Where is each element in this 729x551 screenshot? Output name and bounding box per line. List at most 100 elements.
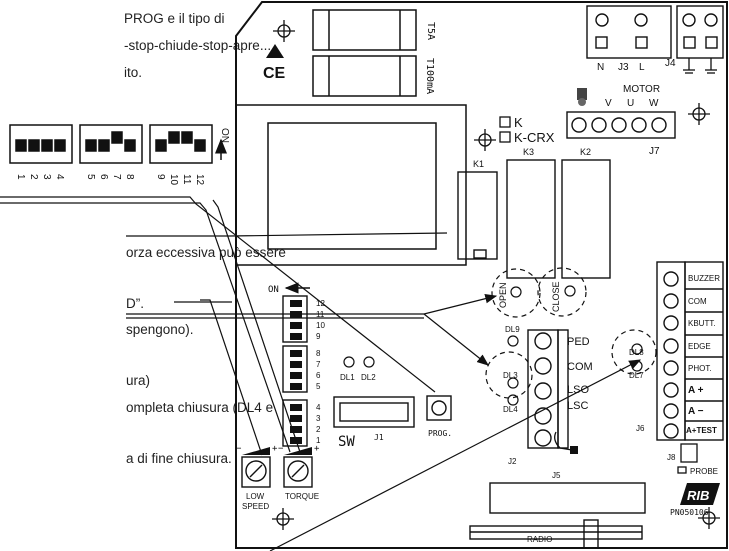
dip-num: 5 bbox=[85, 174, 96, 180]
led-icon bbox=[507, 394, 519, 406]
dip-num: 12 bbox=[194, 174, 205, 186]
led-icon bbox=[363, 356, 375, 368]
rib-logo: RIB bbox=[680, 483, 720, 505]
trimmer-torque bbox=[283, 456, 313, 488]
text-line-5: D”. bbox=[126, 296, 144, 311]
j7-label: J7 bbox=[649, 146, 660, 157]
l-label: L bbox=[639, 62, 645, 73]
relay-k3 bbox=[506, 159, 556, 279]
dip-num: 8 bbox=[124, 174, 135, 180]
trimmer-low-speed bbox=[241, 456, 271, 488]
led-icon bbox=[631, 343, 643, 355]
dip-num: 6 bbox=[98, 174, 109, 180]
k2-label: K2 bbox=[580, 147, 591, 157]
j2-label: J2 bbox=[508, 457, 517, 466]
svg-text:9: 9 bbox=[316, 332, 321, 341]
svg-text:COM: COM bbox=[688, 297, 707, 306]
svg-text:A+TEST: A+TEST bbox=[686, 426, 717, 435]
svg-text:5: 5 bbox=[316, 382, 321, 391]
fuse-t5a bbox=[312, 9, 417, 51]
prog-label: PROG. bbox=[428, 429, 452, 438]
dl9-label: DL9 bbox=[505, 325, 520, 334]
dip-numbers-row: 1 2 3 4 5 6 7 8 9 10 11 12 bbox=[15, 174, 205, 186]
dip-switch-group-1 bbox=[9, 124, 73, 164]
dip-num: 11 bbox=[181, 174, 192, 185]
ped-label: PED bbox=[567, 336, 590, 348]
svg-text:7: 7 bbox=[316, 360, 321, 369]
board-dip-numbers: 12 11 10 9 8 7 6 5 4 3 2 1 bbox=[316, 299, 325, 445]
dip-num: 3 bbox=[41, 174, 52, 180]
svg-text:3: 3 bbox=[316, 414, 321, 423]
probe-label: PROBE bbox=[690, 467, 718, 476]
close-label: CLOSE bbox=[551, 281, 561, 312]
dip-num: 2 bbox=[28, 174, 39, 180]
led-icon bbox=[510, 286, 522, 298]
w-label: W bbox=[649, 98, 659, 109]
mounting-hole-icons bbox=[272, 20, 720, 530]
plus-sign: + bbox=[314, 444, 320, 454]
open-label: OPEN bbox=[498, 282, 508, 308]
v-label: V bbox=[605, 98, 612, 109]
radio-label: RADIO bbox=[527, 535, 552, 544]
dip-num: 10 bbox=[168, 174, 179, 186]
dip-switch-group-3 bbox=[149, 124, 213, 164]
k-crx-label: K-CRX bbox=[514, 130, 555, 145]
led-icon bbox=[507, 335, 519, 347]
dl7-dl8-highlight bbox=[611, 329, 657, 375]
ramp-icon bbox=[284, 447, 312, 455]
text-line-4: orza eccessiva può essere bbox=[126, 245, 286, 260]
text-line-6: spengono). bbox=[126, 322, 194, 337]
prog-button bbox=[426, 395, 452, 421]
svg-text:12: 12 bbox=[316, 299, 325, 308]
svg-text:EDGE: EDGE bbox=[688, 342, 711, 351]
text-line-1: PROG e il tipo di bbox=[124, 11, 225, 26]
relay-k2 bbox=[561, 159, 611, 279]
relay-k1 bbox=[457, 171, 498, 260]
minus-sign: − bbox=[236, 444, 242, 454]
led-icon bbox=[631, 360, 643, 372]
svg-text:PHOT.: PHOT. bbox=[688, 364, 712, 373]
earth-icon bbox=[683, 58, 717, 74]
low-label: LOW bbox=[246, 492, 265, 501]
dip-num: 9 bbox=[155, 174, 166, 180]
j4-label: J4 bbox=[665, 58, 676, 69]
trimmer-icon bbox=[577, 88, 587, 106]
j6-terminal-labels: BUZZER COM KBUTT. EDGE PHOT. A + A − A+T… bbox=[636, 274, 720, 435]
transformer bbox=[235, 104, 467, 266]
motor-terminal-j7 bbox=[566, 111, 676, 139]
radio-connector-j5 bbox=[469, 482, 646, 549]
fuse-t100ma-label: T100mA bbox=[424, 58, 435, 94]
ce-mark: CE bbox=[263, 65, 286, 82]
dip-num: 4 bbox=[54, 174, 65, 180]
com-label: COM bbox=[567, 361, 593, 373]
dl7-label: DL7 bbox=[629, 371, 644, 380]
led-icon bbox=[564, 285, 576, 297]
dl3-label: DL3 bbox=[503, 371, 518, 380]
svg-text:A −: A − bbox=[688, 406, 704, 417]
sw-label: SW bbox=[338, 434, 355, 450]
k-checkbox bbox=[499, 116, 511, 128]
dip-on-arrow: ON bbox=[215, 128, 230, 160]
torque-label: TORQUE bbox=[285, 492, 319, 501]
j8-label: J8 bbox=[667, 453, 676, 462]
k-label: K bbox=[514, 115, 523, 130]
terminal-j6 bbox=[656, 261, 724, 441]
k3-label: K3 bbox=[523, 147, 534, 157]
led-icon bbox=[507, 377, 519, 389]
svg-text:KBUTT.: KBUTT. bbox=[688, 319, 716, 328]
text-line-2: -stop-chiude-stop-apre.... bbox=[124, 38, 275, 53]
svg-text:RIB: RIB bbox=[687, 488, 709, 503]
text-line-7: ura) bbox=[126, 373, 151, 388]
dip-switch-group-2 bbox=[79, 124, 143, 164]
dl1-label: DL1 bbox=[340, 373, 355, 382]
k-crx-checkbox bbox=[499, 131, 511, 143]
leader-lines bbox=[0, 196, 642, 551]
board-outline bbox=[235, 1, 728, 549]
fuse-t5a-label: T5A bbox=[425, 22, 436, 40]
j5-label: J5 bbox=[552, 471, 561, 480]
j3-label: J3 bbox=[618, 62, 629, 73]
svg-text:A +: A + bbox=[688, 385, 704, 396]
svg-text:6: 6 bbox=[316, 371, 321, 380]
terminal-j2 bbox=[527, 329, 569, 449]
